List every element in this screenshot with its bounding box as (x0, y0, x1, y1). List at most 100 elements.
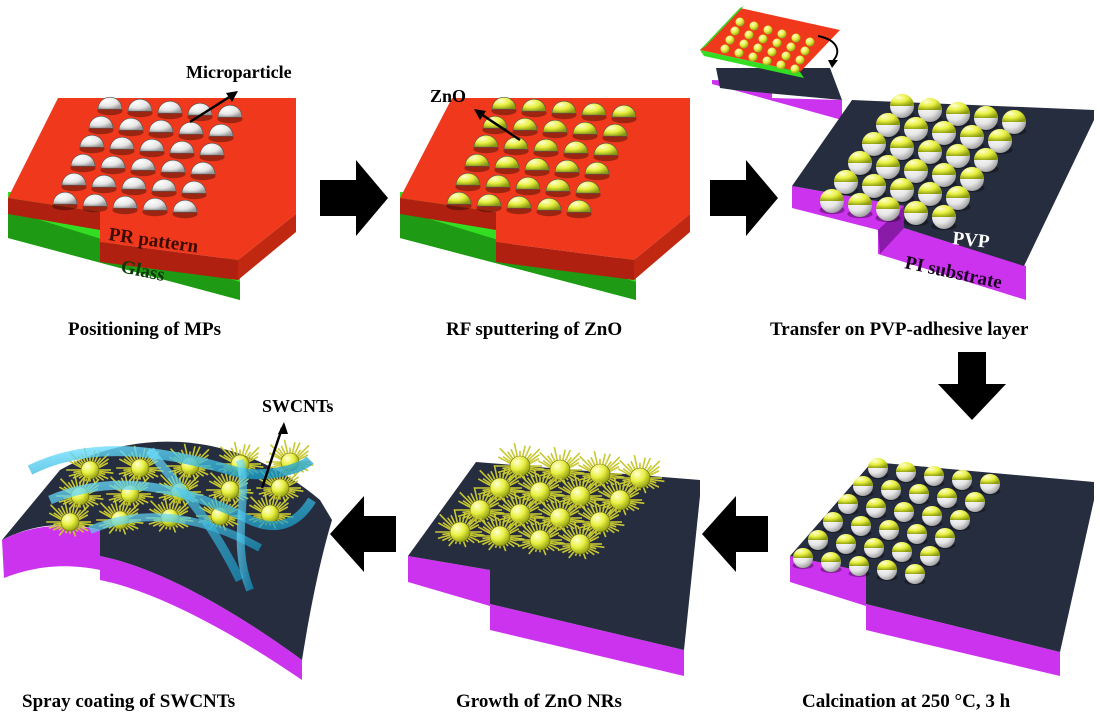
pvp-label: PVP (951, 228, 990, 253)
pi-substrate-layer (408, 556, 684, 676)
inverted-particle (730, 26, 740, 36)
zno-cap (932, 121, 956, 133)
zno-cap (876, 113, 900, 125)
zno-cap (834, 170, 858, 182)
zno-cap (950, 510, 970, 520)
nanorod-core (589, 511, 611, 533)
panel-spray: SWCNTs Spray coating of SWCNTs (2, 396, 333, 712)
zno-cap (918, 98, 942, 110)
inverted-particle (795, 55, 805, 65)
nanorod-core (489, 477, 511, 499)
microparticle (148, 119, 174, 133)
transferred-particle-array (819, 94, 1027, 231)
microparticle (97, 96, 123, 110)
zno-coated-particle-array (446, 96, 637, 219)
caption-positioning: Positioning of MPs (68, 319, 221, 340)
nanorod-core (509, 455, 531, 477)
nanorod-core (130, 458, 150, 478)
zno-cap (907, 524, 927, 534)
inverted-particle (763, 25, 773, 35)
zno-cap (918, 140, 942, 152)
microparticle (91, 174, 117, 188)
inverted-particle (800, 46, 810, 56)
zno-coated-particle (611, 104, 637, 118)
nanorod-core (80, 460, 100, 480)
pr-pattern-layer (400, 98, 690, 280)
nanorod-core (569, 485, 591, 507)
inverted-particle (753, 43, 763, 53)
zno-cap (836, 534, 856, 544)
zno-coated-particle (551, 100, 577, 114)
zno-cap (876, 155, 900, 167)
inverted-particle (776, 60, 786, 70)
flow-arrow-right (320, 160, 388, 236)
nanorod-core (629, 467, 651, 489)
microparticle (139, 138, 165, 152)
microparticle (109, 136, 135, 150)
zno-cap (862, 174, 886, 186)
zno-coated-particle (563, 140, 589, 154)
microparticle (178, 121, 204, 135)
microparticle (142, 197, 168, 211)
zno-cap (974, 106, 998, 118)
zno-cap (838, 494, 858, 504)
zno-cap (960, 125, 984, 137)
zno-cap (808, 530, 828, 540)
zno-cap (937, 488, 957, 498)
zno-coated-particle (545, 178, 571, 192)
inverted-particle-array (720, 17, 815, 74)
microparticle-array (52, 96, 243, 219)
zno-cap (851, 516, 871, 526)
microparticle (82, 193, 108, 207)
zno-cap (946, 186, 970, 198)
transfer-inset (700, 6, 842, 120)
microparticle-callout: Microparticle (186, 62, 292, 124)
nanorod-core (549, 459, 571, 481)
flow-arrow-left (330, 496, 396, 572)
zno-coated-particle (506, 195, 532, 209)
zno-coated-particle (485, 174, 511, 188)
zno-cap (935, 528, 955, 538)
zno-callout: ZnO (430, 86, 521, 142)
inverted-particle (744, 30, 754, 40)
zno-cap (924, 466, 944, 476)
microparticle (199, 142, 225, 156)
inverted-particle (790, 64, 800, 74)
swcnt-network (27, 446, 316, 592)
inverted-particle (734, 48, 744, 58)
zno-cap (980, 474, 1000, 484)
pi-substrate-layer (790, 556, 1060, 676)
inverted-particle (762, 56, 772, 66)
inverted-particle (805, 37, 815, 47)
inverted-particle (748, 52, 758, 62)
zno-cap (896, 462, 916, 472)
caption-growth: Growth of ZnO NRs (456, 691, 622, 712)
inverted-particle (786, 42, 796, 52)
pi-substrate-layer (792, 186, 1026, 300)
microparticle (181, 180, 207, 194)
zno-cap (1002, 110, 1026, 122)
caption-spray: Spray coating of SWCNTs (22, 691, 235, 712)
zno-cap (820, 189, 844, 201)
zno-cap (905, 564, 925, 574)
zno-coated-particle (581, 102, 607, 116)
zno-cap (946, 144, 970, 156)
nanorod-core (469, 499, 491, 521)
zno-cap (932, 205, 956, 217)
zno-cap (849, 556, 869, 566)
zno-cap (866, 498, 886, 508)
zno-coated-particle (536, 197, 562, 211)
nanorod-core (489, 525, 511, 547)
zno-cap (904, 201, 928, 213)
zno-cap (793, 548, 813, 558)
zno-cap (932, 163, 956, 175)
microparticle (127, 98, 153, 112)
flow-arrow-down (938, 352, 1006, 420)
zno-coated-particle (524, 157, 550, 171)
panel-sputtering: ZnO RF sputtering of ZnO (400, 86, 690, 340)
caption-calcination: Calcination at 250 °C, 3 h (802, 691, 1011, 712)
zno-coated-particle (602, 123, 628, 137)
microparticle (88, 115, 114, 129)
calcined-particle-array (792, 458, 1001, 585)
zno-cap (974, 148, 998, 160)
